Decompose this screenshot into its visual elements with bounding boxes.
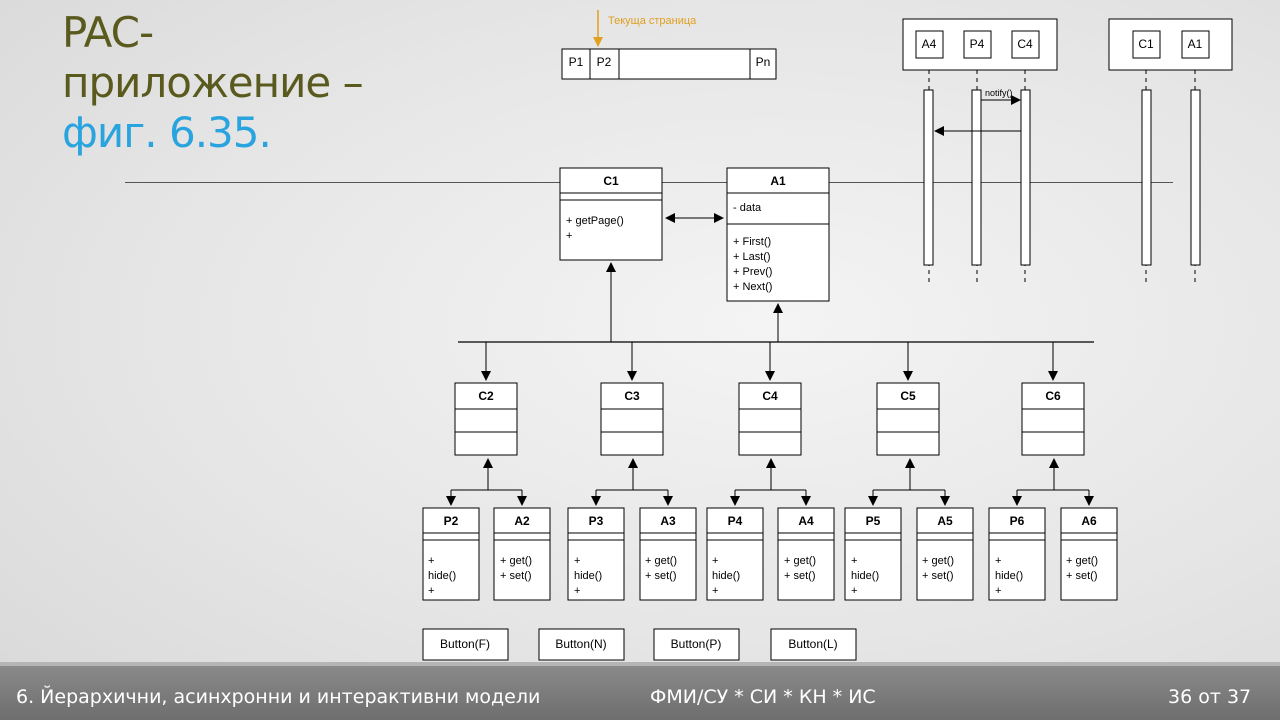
slide-footer: 6. Йерархични, асинхронни и интерактивни… (0, 666, 1280, 720)
class-c1: C1 + getPage() + (559, 167, 663, 261)
button-label: Button(L) (788, 637, 837, 651)
class-c1-method: + getPage() (566, 215, 624, 227)
controller-c6: C6 (1021, 382, 1085, 456)
class-method: hide() (574, 570, 602, 582)
class-method: hide() (712, 570, 740, 582)
controller-c3: C3 (600, 382, 664, 456)
button-label: Button(F) (440, 637, 490, 651)
class-name: A3 (660, 514, 676, 528)
pair-connectors (446, 458, 1094, 506)
class-name: A5 (937, 514, 953, 528)
controller-c2: C2 (454, 382, 518, 456)
pager: P1 P2 Pn (561, 48, 777, 80)
current-page-label: Текуща страница (608, 15, 697, 27)
sequence-group-2: C1 A1 (1108, 18, 1233, 285)
pager-cell-1: P1 (569, 55, 584, 69)
class-method: + get() (500, 555, 532, 567)
class-method: + set() (784, 570, 815, 582)
button-last: Button(L) (770, 628, 857, 661)
footer-divider (0, 662, 1280, 666)
title-line-1: PAC- (62, 8, 154, 57)
class-name: P5 (866, 514, 881, 528)
class-method: hide() (428, 570, 456, 582)
footer-page-number: 36 от 37 (1168, 686, 1252, 708)
class-name: P3 (589, 514, 604, 528)
class-method: + set() (500, 570, 531, 582)
class-method: + set() (1066, 570, 1097, 582)
class-p2: P2 + hide() + (422, 507, 480, 601)
class-method: hide() (851, 570, 879, 582)
slide-title: PAC- приложение – фиг. 6.35. (62, 8, 422, 158)
button-first: Button(F) (422, 628, 509, 661)
footer-chapter: 6. Йерархични, асинхронни и интерактивни… (16, 686, 541, 708)
controller-c4: C4 (738, 382, 802, 456)
button-label: Button(P) (671, 637, 722, 651)
class-a3: A3 + get() + set() (639, 507, 697, 601)
class-method: + (851, 555, 857, 567)
class-method: + (574, 555, 580, 567)
class-p5: P5 + hide() + (844, 507, 902, 601)
footer-institution: ФМИ/СУ * СИ * КН * ИС (650, 686, 876, 708)
class-p6: P6 + hide() + (988, 507, 1046, 601)
class-method: + (574, 585, 580, 597)
class-method: + get() (922, 555, 954, 567)
class-method: + (428, 555, 434, 567)
class-name: P4 (728, 514, 743, 528)
notify-label: notify() (985, 88, 1013, 98)
controller-name: C4 (762, 389, 778, 403)
pager-cell-2: P2 (597, 55, 612, 69)
class-name: P6 (1010, 514, 1025, 528)
class-name: P2 (444, 514, 459, 528)
class-a1-method: + Next() (733, 281, 772, 293)
controller-c5: C5 (876, 382, 940, 456)
class-method: + set() (922, 570, 953, 582)
lifeline-c1: C1 (1138, 37, 1154, 51)
class-c1-name: C1 (603, 174, 619, 188)
class-name: A2 (514, 514, 530, 528)
controller-name: C5 (900, 389, 916, 403)
class-p4: P4 + hide() + (706, 507, 764, 601)
class-a6: A6 + get() + set() (1060, 507, 1118, 601)
class-c1-method: + (566, 230, 572, 242)
class-method: + (428, 585, 434, 597)
lifeline-p4: P4 (970, 37, 985, 51)
class-method: + get() (645, 555, 677, 567)
class-a2: A2 + get() + set() (493, 507, 551, 601)
class-a1-method: + Last() (733, 251, 771, 263)
class-a1-attr: - data (733, 202, 762, 214)
class-method: + (851, 585, 857, 597)
controller-name: C3 (624, 389, 640, 403)
class-a1-name: A1 (770, 174, 786, 188)
class-method: + (995, 555, 1001, 567)
class-a4: A4 + get() + set() (777, 507, 835, 601)
class-p3: P3 + hide() + (567, 507, 625, 601)
class-method: + get() (784, 555, 816, 567)
pager-cell-last: Pn (756, 55, 771, 69)
class-method: + get() (1066, 555, 1098, 567)
title-line-3: фиг. 6.35. (62, 108, 272, 157)
button-prev: Button(P) (653, 628, 740, 661)
controller-name: C2 (478, 389, 494, 403)
class-name: A4 (798, 514, 814, 528)
class-method: + (995, 585, 1001, 597)
button-next: Button(N) (538, 628, 625, 661)
class-a1-method: + First() (733, 236, 771, 248)
class-a1: A1 - data + First() + Last() + Prev() + … (726, 167, 830, 302)
title-line-2: приложение – (62, 58, 364, 107)
sequence-group-1: A4 P4 C4 notify() (902, 18, 1058, 285)
class-a1-method: + Prev() (733, 266, 772, 278)
lifeline-a1: A1 (1188, 37, 1203, 51)
class-method: hide() (995, 570, 1023, 582)
class-method: + (712, 585, 718, 597)
button-label: Button(N) (555, 637, 606, 651)
lifeline-c4: C4 (1017, 37, 1033, 51)
class-name: A6 (1081, 514, 1097, 528)
pac-diagram: Текуща страница P1 P2 Pn A4 P4 C4 (422, 10, 1233, 661)
lifeline-a4: A4 (922, 37, 937, 51)
class-method: + set() (645, 570, 676, 582)
controller-name: C6 (1045, 389, 1061, 403)
class-method: + (712, 555, 718, 567)
class-a5: A5 + get() + set() (916, 507, 974, 601)
